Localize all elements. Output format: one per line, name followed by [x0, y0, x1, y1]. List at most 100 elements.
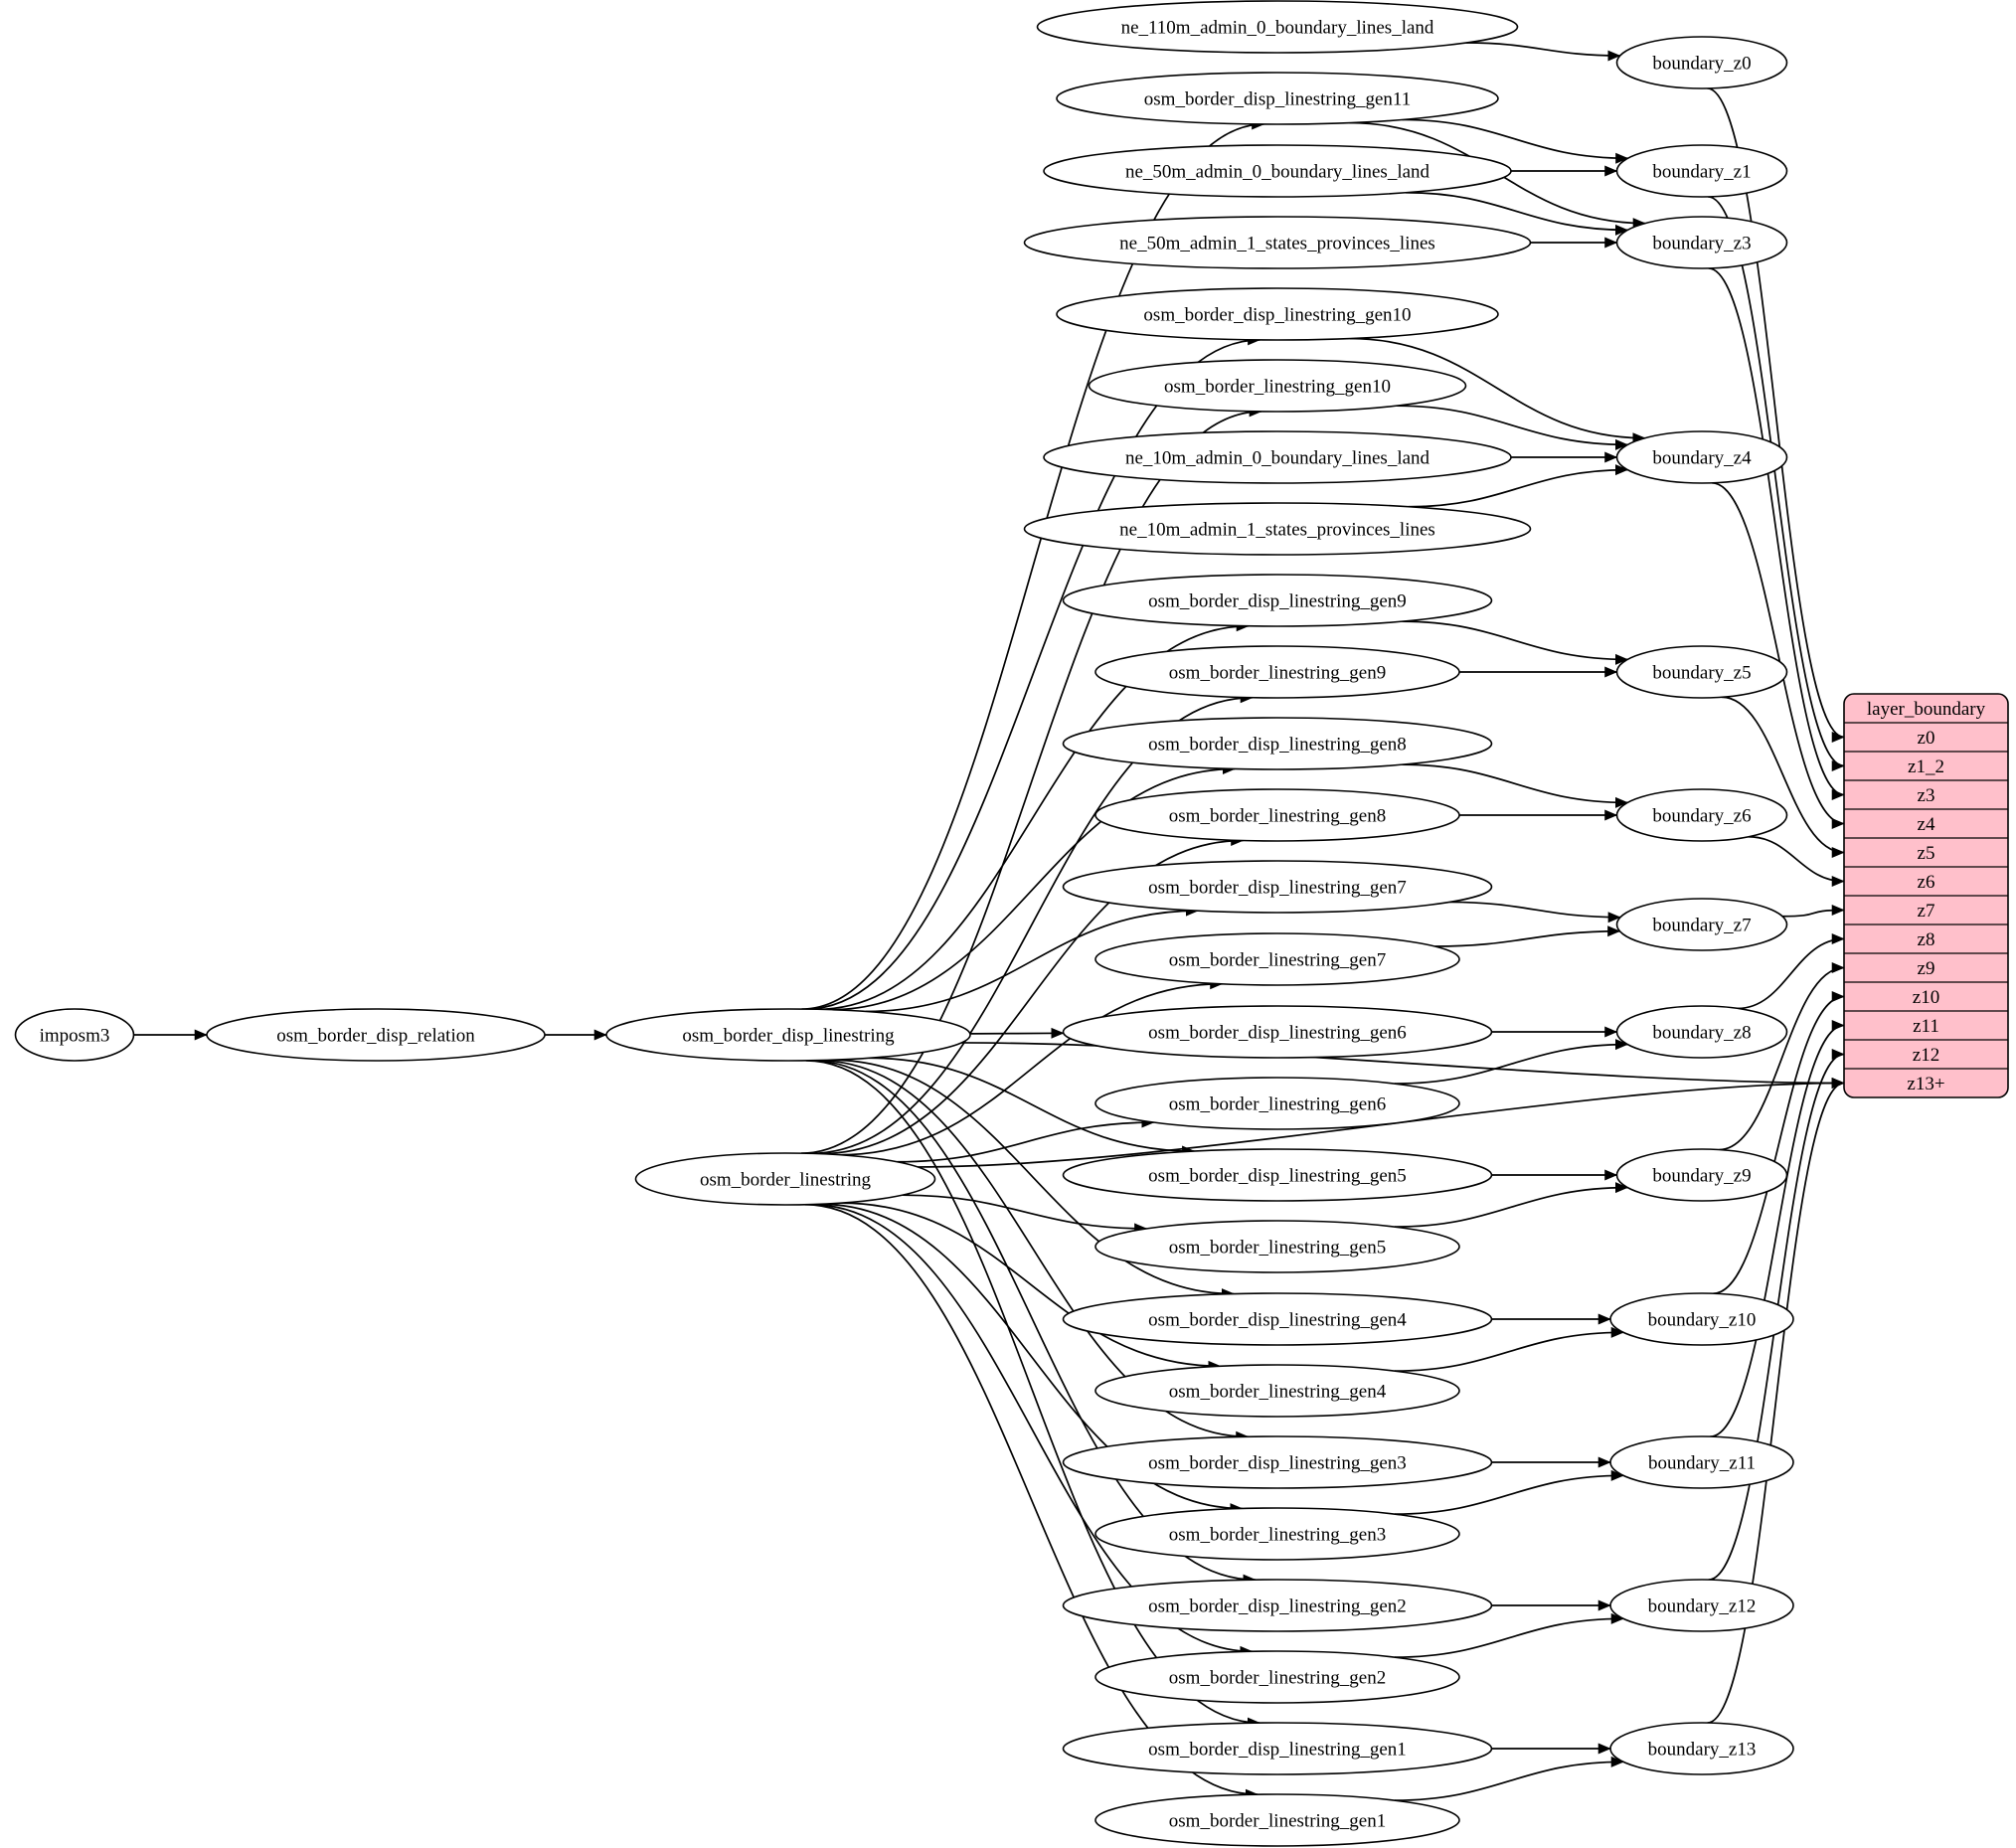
node-shape-osm_border_linestring_gen4	[1094, 1364, 1460, 1418]
node-shape-osm_border_linestring_gen2	[1094, 1650, 1460, 1704]
node-label-boundary_z6: boundary_z6	[1652, 806, 1751, 827]
node-boundary_z12: boundary_z12	[1609, 1579, 1794, 1632]
node-shape-osm_border_linestring_gen5	[1094, 1220, 1460, 1273]
node-ne_110m_admin_0_boundary_lines_land: ne_110m_admin_0_boundary_lines_land	[1036, 0, 1519, 54]
node-label-osm_border_disp_linestring_gen11: osm_border_disp_linestring_gen11	[1144, 89, 1411, 110]
node-osm_border_linestring_gen8: osm_border_linestring_gen8	[1094, 788, 1460, 842]
node-boundary_z9: boundary_z9	[1615, 1148, 1788, 1202]
node-shape-osm_border_linestring_gen10	[1088, 359, 1467, 413]
node-osm_border_disp_linestring_gen9: osm_border_disp_linestring_gen9	[1062, 574, 1493, 627]
edge-boundary_z8-to-layer_boundary-z8	[1738, 933, 1845, 1010]
node-label-osm_border_disp_relation: osm_border_disp_relation	[276, 1026, 475, 1047]
node-shape-boundary_z3	[1615, 216, 1788, 269]
node-boundary_z3: boundary_z3	[1615, 216, 1788, 269]
node-shape-ne_50m_admin_0_boundary_lines_land	[1043, 144, 1512, 198]
edge-osm_border_disp_linestring_gen7-to-boundary_z7	[1449, 901, 1621, 924]
edge-boundary_z5-to-layer_boundary-z5	[1721, 696, 1845, 858]
node-osm_border_disp_linestring_gen3: osm_border_disp_linestring_gen3	[1062, 1435, 1493, 1489]
node-osm_border_linestring_gen6: osm_border_linestring_gen6	[1094, 1077, 1460, 1130]
edge-boundary_z6-to-layer_boundary-z6	[1748, 835, 1845, 887]
edges-layer	[133, 42, 1845, 1801]
node-shape-osm_border_disp_relation	[206, 1008, 546, 1062]
node-shape-osm_border_disp_linestring_gen8	[1062, 717, 1493, 770]
node-label-osm_border_linestring_gen4: osm_border_linestring_gen4	[1169, 1382, 1387, 1403]
node-osm_border_linestring: osm_border_linestring	[634, 1152, 936, 1206]
edge-osm_border_linestring-to-osm_border_linestring_gen8	[819, 835, 1245, 1155]
node-osm_border_disp_linestring_gen1: osm_border_disp_linestring_gen1	[1062, 1722, 1493, 1775]
node-label-boundary_z0: boundary_z0	[1652, 54, 1751, 75]
edge-osm_border_linestring_gen6-to-boundary_z8	[1394, 1039, 1628, 1085]
record-row-z0: z0	[1918, 728, 1935, 749]
node-shape-ne_110m_admin_0_boundary_lines_land	[1036, 0, 1519, 54]
edge-osm_border_linestring-to-osm_border_linestring_gen3	[820, 1203, 1244, 1514]
edge-boundary_z13-to-layer_boundary-z13+	[1707, 1078, 1845, 1724]
node-label-ne_50m_admin_0_boundary_lines_land: ne_50m_admin_0_boundary_lines_land	[1125, 162, 1430, 183]
node-label-osm_border_linestring_gen6: osm_border_linestring_gen6	[1169, 1094, 1386, 1115]
node-label-osm_border_disp_linestring_gen3: osm_border_disp_linestring_gen3	[1148, 1453, 1407, 1474]
node-shape-osm_border_linestring_gen1	[1094, 1793, 1460, 1847]
node-label-osm_border_linestring_gen5: osm_border_linestring_gen5	[1169, 1238, 1386, 1259]
node-osm_border_disp_linestring_gen8: osm_border_disp_linestring_gen8	[1062, 717, 1493, 770]
node-label-osm_border_linestring_gen9: osm_border_linestring_gen9	[1169, 663, 1386, 684]
node-label-ne_10m_admin_1_states_provinces_lines: ne_10m_admin_1_states_provinces_lines	[1119, 520, 1435, 541]
record-row-z11: z11	[1913, 1016, 1939, 1037]
edge-osm_border_linestring_gen4-to-boundary_z10	[1394, 1326, 1624, 1372]
node-label-osm_border_linestring: osm_border_linestring	[700, 1170, 872, 1191]
node-shape-boundary_z5	[1615, 645, 1788, 699]
node-shape-boundary_z12	[1609, 1579, 1794, 1632]
node-osm_border_disp_linestring_gen10: osm_border_disp_linestring_gen10	[1056, 287, 1499, 341]
node-shape-osm_border_disp_linestring_gen11	[1056, 72, 1499, 125]
node-osm_border_disp_linestring_gen5: osm_border_disp_linestring_gen5	[1062, 1148, 1493, 1202]
node-osm_border_disp_linestring_gen6: osm_border_disp_linestring_gen6	[1062, 1005, 1493, 1059]
node-label-imposm3: imposm3	[40, 1026, 110, 1047]
node-shape-boundary_z10	[1609, 1292, 1794, 1346]
node-label-osm_border_disp_linestring_gen4: osm_border_disp_linestring_gen4	[1148, 1310, 1407, 1331]
edge-boundary_z7-to-layer_boundary-z7	[1782, 905, 1845, 918]
node-label-boundary_z11: boundary_z11	[1648, 1453, 1756, 1474]
node-boundary_z5: boundary_z5	[1615, 645, 1788, 699]
node-label-osm_border_disp_linestring_gen7: osm_border_disp_linestring_gen7	[1148, 878, 1407, 899]
node-boundary_z8: boundary_z8	[1615, 1005, 1788, 1059]
node-shape-osm_border_disp_linestring_gen6	[1062, 1005, 1493, 1059]
node-shape-osm_border_disp_linestring_gen4	[1062, 1292, 1493, 1346]
node-shape-osm_border_disp_linestring_gen9	[1062, 574, 1493, 627]
node-osm_border_linestring_gen5: osm_border_linestring_gen5	[1094, 1220, 1460, 1273]
node-label-osm_border_linestring_gen3: osm_border_linestring_gen3	[1169, 1525, 1386, 1546]
record-row-z1_2: z1_2	[1908, 756, 1944, 777]
node-shape-boundary_z11	[1609, 1435, 1794, 1489]
node-osm_border_disp_linestring_gen2: osm_border_disp_linestring_gen2	[1062, 1579, 1493, 1632]
edge-ne_50m_admin_0_boundary_lines_land-to-boundary_z3	[1405, 191, 1628, 236]
record-row-z7: z7	[1918, 901, 1935, 922]
node-boundary_z0: boundary_z0	[1615, 36, 1788, 89]
node-label-ne_50m_admin_1_states_provinces_lines: ne_50m_admin_1_states_provinces_lines	[1119, 234, 1435, 254]
record-row-z3: z3	[1918, 785, 1935, 806]
edge-osm_border_disp_linestring-to-layer_boundary-z13+	[961, 1042, 1845, 1089]
node-osm_border_linestring_gen4: osm_border_linestring_gen4	[1094, 1364, 1460, 1418]
edge-osm_border_disp_linestring-to-osm_border_disp_linestring_gen6	[969, 1027, 1065, 1039]
node-shape-osm_border_linestring_gen6	[1094, 1077, 1460, 1130]
node-osm_border_linestring_gen1: osm_border_linestring_gen1	[1094, 1793, 1460, 1847]
node-label-osm_border_disp_linestring_gen10: osm_border_disp_linestring_gen10	[1143, 305, 1411, 326]
node-boundary_z11: boundary_z11	[1609, 1435, 1794, 1489]
node-ne_10m_admin_1_states_provinces_lines: ne_10m_admin_1_states_provinces_lines	[1023, 502, 1532, 556]
record-row-z9: z9	[1918, 958, 1935, 979]
node-label-osm_border_disp_linestring_gen6: osm_border_disp_linestring_gen6	[1148, 1023, 1407, 1044]
record-row-z5: z5	[1918, 843, 1935, 864]
node-shape-boundary_z4	[1615, 430, 1788, 484]
node-label-osm_border_linestring_gen1: osm_border_linestring_gen1	[1169, 1811, 1386, 1832]
node-shape-boundary_z0	[1615, 36, 1788, 89]
node-imposm3: imposm3	[14, 1008, 135, 1062]
node-label-osm_border_disp_linestring_gen2: osm_border_disp_linestring_gen2	[1148, 1596, 1407, 1617]
node-boundary_z6: boundary_z6	[1615, 788, 1788, 842]
node-label-osm_border_disp_linestring_gen5: osm_border_disp_linestring_gen5	[1148, 1166, 1407, 1187]
node-osm_border_linestring_gen9: osm_border_linestring_gen9	[1094, 645, 1460, 699]
edge-osm_border_linestring_gen2-to-boundary_z12	[1394, 1612, 1624, 1658]
edge-osm_border_linestring_gen10-to-boundary_z4	[1396, 405, 1628, 450]
node-label-osm_border_linestring_gen10: osm_border_linestring_gen10	[1164, 377, 1391, 398]
node-shape-imposm3	[14, 1008, 135, 1062]
node-shape-osm_border_linestring_gen9	[1094, 645, 1460, 699]
edge-osm_border_disp_linestring-to-osm_border_disp_linestring_gen7	[865, 905, 1199, 1013]
node-label-ne_110m_admin_0_boundary_lines_land: ne_110m_admin_0_boundary_lines_land	[1121, 18, 1434, 39]
record-row-z13+: z13+	[1907, 1074, 1944, 1094]
